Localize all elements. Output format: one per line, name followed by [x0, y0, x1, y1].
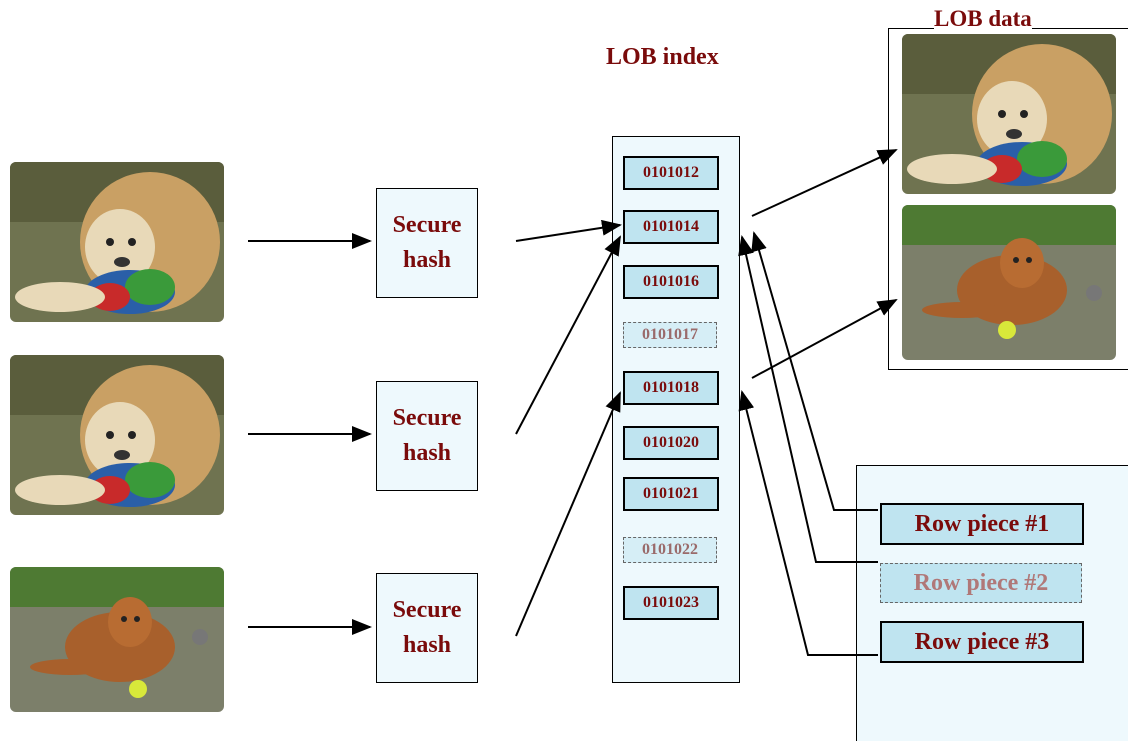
lob-data-golden-photo	[902, 34, 1116, 194]
index-entry: 0101014	[623, 210, 719, 244]
index-to-data-arrow	[751, 299, 898, 379]
lob-index-title: LOB index	[606, 44, 719, 70]
index-entry: 0101020	[623, 426, 719, 460]
row-piece-2: Row piece #2	[880, 563, 1082, 603]
index-entry: 0101012	[623, 156, 719, 190]
row-piece-link	[751, 231, 878, 511]
golden-retriever-photo-2	[10, 355, 224, 515]
lob-data-title: LOB data	[934, 6, 1032, 32]
hash-label-line1: Secure	[392, 212, 462, 238]
hash-label-line1: Secure	[392, 597, 462, 623]
red-retriever-photo	[10, 567, 224, 712]
index-entry: 0101022	[623, 537, 717, 563]
hash-label-line2: hash	[402, 440, 452, 466]
row-piece-1: Row piece #1	[880, 503, 1084, 545]
hash-label-line2: hash	[402, 247, 452, 273]
golden-retriever-photo-1	[10, 162, 224, 322]
hash-to-index-arrow	[515, 235, 621, 435]
row-piece-link	[738, 390, 878, 656]
index-entry: 0101016	[623, 265, 719, 299]
hash-label-line2: hash	[402, 632, 452, 658]
lob-data-red-photo	[902, 205, 1116, 360]
row-piece-3: Row piece #3	[880, 621, 1084, 663]
secure-hash-box-3: Secure hash	[376, 573, 478, 683]
index-to-data-arrow	[751, 149, 898, 217]
lob-index-column: 0101012 0101014 0101016 0101017 0101018 …	[612, 136, 740, 683]
index-entry: 0101021	[623, 477, 719, 511]
hash-to-index-arrow	[515, 219, 622, 242]
index-entry: 0101023	[623, 586, 719, 620]
secure-hash-box-1: Secure hash	[376, 188, 478, 298]
hash-to-index-arrow	[515, 391, 621, 637]
index-entry: 0101018	[623, 371, 719, 405]
hash-label-line1: Secure	[392, 405, 462, 431]
row-piece-link	[738, 235, 878, 563]
secure-hash-box-2: Secure hash	[376, 381, 478, 491]
index-entry: 0101017	[623, 322, 717, 348]
